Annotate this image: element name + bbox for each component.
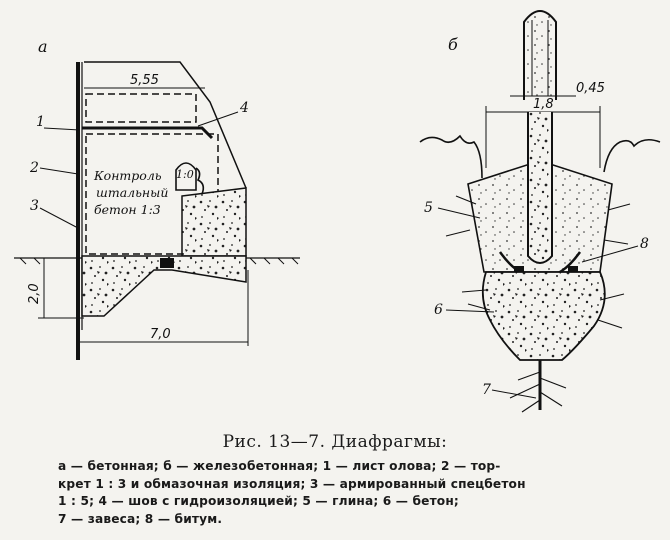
callout-2-leader [39,167,79,175]
curtain-roots [445,195,631,413]
top-pillar [523,10,557,100]
callout-5: 5 [424,200,433,216]
ground-ticks-a [19,257,299,265]
callout-4-leader [197,111,239,127]
callout-3-leader [39,207,79,229]
dim-18-label: 1,8 [533,97,554,112]
callout-8: 8 [640,236,649,252]
callout-4: 4 [239,100,249,116]
label-ratio: 1:0 [176,168,194,181]
panel-b: б 0,45 1,8 [419,10,661,413]
upper-outline [84,61,247,189]
dim-left-label: 2,0 [27,283,42,304]
concrete-plug [481,271,606,361]
seam-waves [195,167,205,195]
callout-5-leader [437,207,481,219]
special-concrete-block [181,187,247,257]
callout-1: 1 [36,114,45,130]
core-strip [527,112,553,264]
panel-a: а 5,55 Контроль штальный бетон 1:3 1:0 [14,37,300,360]
dim-top-label: 5,55 [130,73,159,88]
label-control-2: штальный [96,185,168,200]
ground-right [603,138,661,173]
label-control-3: бетон 1:3 [94,202,161,217]
tin-sheet-line [82,126,214,140]
callout-6: 6 [434,302,443,318]
foundation-concrete [81,255,247,317]
callout-6-leader [445,309,495,313]
callout-7: 7 [482,382,491,398]
ground-left [419,134,483,179]
dim-bottom-label: 7,0 [150,327,171,342]
label-control-1: Контроль [93,168,162,183]
caption-line: 1 : 5; 4 — шов с гидроизоляцией; 5 — гли… [58,494,459,508]
foundation-seal [160,258,174,268]
upper-dashed-block [85,93,197,123]
seam-box [175,162,197,191]
caption-body: а — бетонная; б — железобетонная; 1 — ли… [58,458,668,528]
panel-a-letter: а [38,37,48,56]
callout-8-leader [581,245,639,263]
dim-045-label: 0,45 [576,81,605,96]
caption-line: крет 1 : 3 и обмазочная изоляция; 3 — ар… [58,476,526,491]
bitumen-dot-left [514,266,524,274]
caption-line: а — бетонная; б — железобетонная; 1 — ли… [58,459,501,473]
caption-line: 7 — завеса; 8 — битум. [58,511,223,526]
panel-b-letter: б [448,35,458,54]
callout-3: 3 [30,198,39,214]
callout-1-leader [43,127,81,131]
caption-title: Рис. 13—7. Диафрагмы: [222,432,448,452]
callout-2: 2 [29,160,39,176]
bitumen-dot-right [568,266,578,274]
callout-7-leader [491,389,537,399]
